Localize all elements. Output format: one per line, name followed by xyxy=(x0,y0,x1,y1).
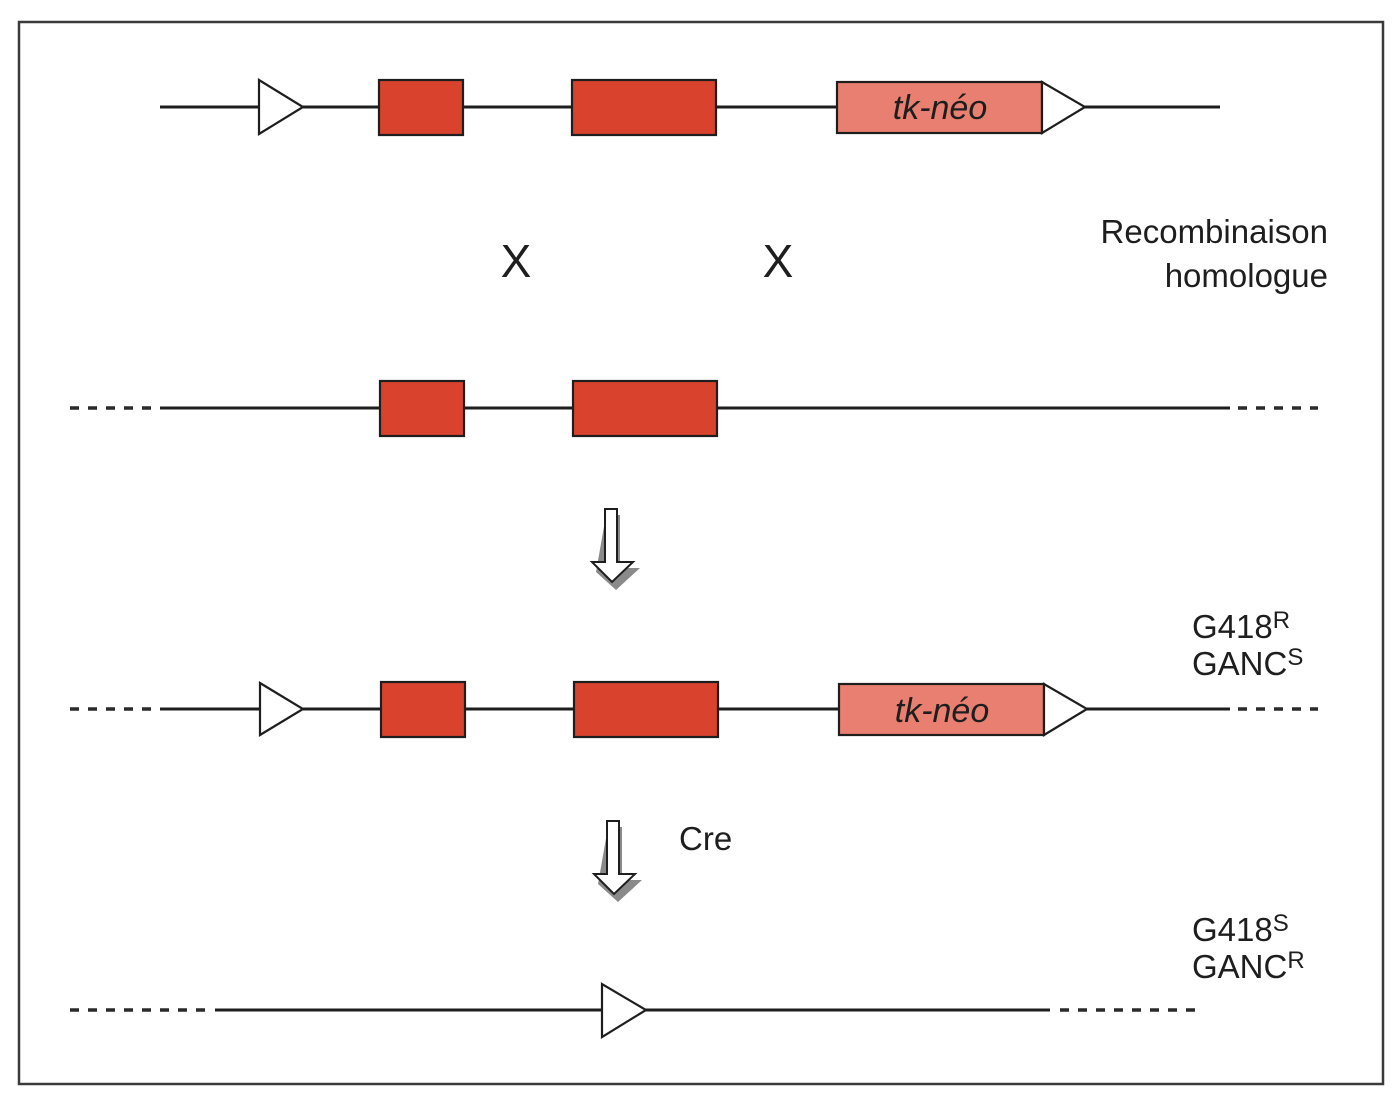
loxp-triangle-icon xyxy=(1042,682,1090,737)
step-arrow-down-icon xyxy=(589,508,640,590)
targeted-locus: tk-néo xyxy=(70,680,1318,739)
phenotype-2-line2: GANCR xyxy=(1192,947,1305,985)
figure-frame xyxy=(17,20,1385,1086)
phenotype-2-line1: G418S xyxy=(1192,910,1289,948)
loxp-triangle-icon xyxy=(1040,80,1088,135)
exon-1 xyxy=(378,379,466,438)
exon-2 xyxy=(572,680,720,739)
exon-1 xyxy=(379,680,467,739)
tk-neo-cassette xyxy=(837,682,1046,737)
exon-2 xyxy=(571,379,719,438)
tk-neo-label: tk-néo xyxy=(893,89,988,127)
loxp-triangle-icon xyxy=(258,681,306,737)
crossover-mark-left: X xyxy=(501,235,532,287)
phenotype-1-line1: G418R xyxy=(1192,607,1290,645)
step-arrow-down-icon xyxy=(591,820,642,902)
exon-1 xyxy=(377,78,465,137)
targeting-vector: tk-néo xyxy=(160,78,1220,137)
recombination-label-line1: Recombinaison xyxy=(1101,213,1328,250)
exon-2 xyxy=(570,78,718,137)
cre-label: Cre xyxy=(679,820,732,857)
wild-type-locus xyxy=(70,379,1318,438)
deleted-locus xyxy=(70,982,1200,1039)
crossover-mark-right: X xyxy=(763,235,794,287)
loxp-triangle-icon xyxy=(257,78,306,136)
loxp-triangle-icon xyxy=(600,982,649,1039)
phenotype-1-line2: GANCS xyxy=(1192,644,1303,682)
tk-neo-label: tk-néo xyxy=(895,692,990,730)
recombination-label-line2: homologue xyxy=(1165,257,1328,294)
